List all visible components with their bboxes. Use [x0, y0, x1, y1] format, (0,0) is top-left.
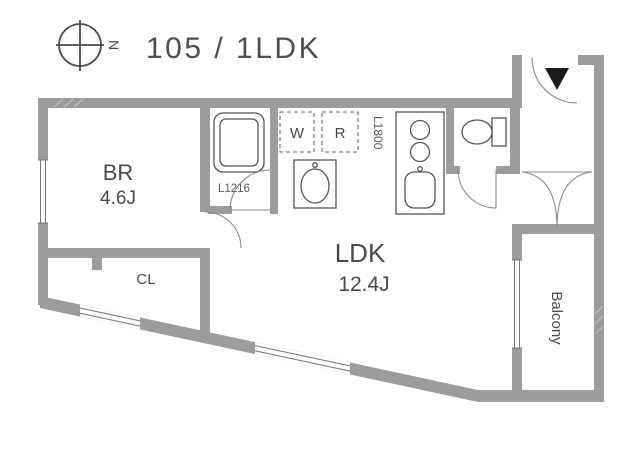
ldk-label: LDK [335, 238, 386, 268]
kitchen-counter [395, 111, 445, 215]
entrance-storage-doors [521, 171, 593, 229]
ldk-area: 12.4J [338, 273, 389, 296]
bedroom-door-arc [204, 211, 242, 249]
kitchen-size-label: L1800 [371, 116, 385, 150]
compass-north-label: N [106, 40, 122, 50]
bathtub-icon [213, 112, 265, 173]
washer-label: W [290, 125, 305, 142]
washer-space-icon [279, 111, 315, 153]
bedroom-label: BR [103, 160, 134, 185]
walls [38, 55, 604, 402]
kitchen-sink-icon [404, 166, 436, 209]
refrigerator-label: R [335, 125, 346, 142]
stove-icon [409, 119, 431, 163]
bath-size-label: L1216 [218, 183, 250, 195]
window-bedroom-left [38, 159, 48, 224]
window-balcony [512, 259, 522, 349]
window-slant-center [254, 342, 351, 375]
bathroom-door-arc [229, 169, 271, 211]
toilet-icon [461, 117, 507, 147]
unit-title: 105 / 1LDK [146, 32, 321, 65]
closet-label: CL [136, 271, 155, 288]
doors [204, 57, 593, 249]
refrigerator-space-icon [321, 111, 359, 153]
entrance-arrow-icon [545, 68, 569, 90]
bedroom-area: 4.6J [100, 188, 136, 209]
balcony-label: Balcony [548, 291, 565, 345]
compass-icon: N [56, 20, 122, 71]
windows [38, 159, 522, 375]
washbasin-icon [293, 159, 337, 209]
entrance-door-arc [531, 57, 578, 104]
toilet-door-arc [457, 169, 497, 209]
wall-hatch [53, 98, 604, 335]
window-slant-left [79, 304, 141, 330]
